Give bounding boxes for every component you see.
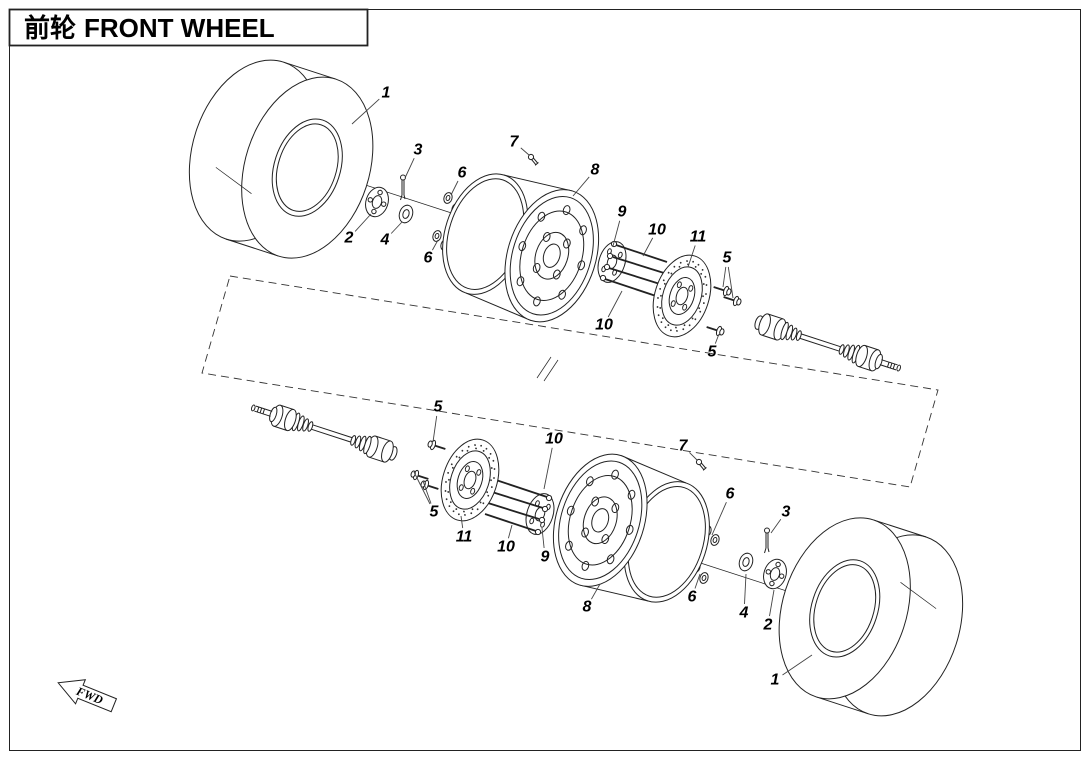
callout-leader [727,266,734,299]
cotter-pin-bottom [764,527,770,554]
callout-number: 5 [723,250,733,267]
callout-number: 7 [679,438,689,455]
callout-leader [413,471,431,505]
title-box [8,8,369,47]
page-title: 前轮 FRONT WHEEL [24,13,275,43]
callout-leader [591,583,601,600]
callout-number: 6 [424,250,433,267]
callout-number: 10 [497,539,515,556]
callout-number: 8 [591,162,600,179]
callout-number: 9 [618,204,627,221]
callout-leader [782,654,813,676]
callout-number: 11 [456,529,473,546]
break-mark [543,359,559,382]
callout-number: 8 [583,599,592,616]
callout-number: 4 [739,605,749,622]
callout-number: 1 [771,672,780,689]
callout-leader [711,502,727,536]
callout-leader [541,527,545,549]
callout-number: 3 [414,142,423,159]
callout-leader [520,147,530,156]
callout-number: 4 [380,232,390,249]
callout-leader [744,573,747,605]
front-wheel-assembly-bottom [248,397,984,733]
callout-leader [460,515,464,529]
callout-leader [507,524,513,539]
callout-leader [607,290,623,318]
callout-number: 3 [782,504,791,521]
page-title-zh: 前轮 [24,13,76,43]
page-border [9,9,1081,751]
fwd-arrow: FWD [57,679,118,713]
callout-leader [390,221,403,234]
callout-number: 11 [690,229,707,246]
callout-number: 5 [708,344,718,361]
callout-leader [450,180,459,196]
break-mark [536,356,552,379]
callout-leader [432,415,438,443]
callout-number: 7 [510,134,520,151]
callout-leader [422,480,432,504]
callout-leader [543,447,553,490]
callout-number: 9 [541,549,550,566]
callout-number: 2 [763,617,773,634]
callout-number: 10 [648,222,666,239]
callout-number: 2 [344,230,354,247]
callout-leader [572,176,590,197]
callout-number: 5 [430,504,440,521]
callout-leader [689,452,698,461]
callout-number: 1 [382,85,391,102]
valve-stem-bottom [694,457,708,472]
cotter-pin-top [400,174,406,201]
callout-number: 6 [726,486,735,503]
callout-leader [404,158,415,179]
callout-number: 10 [545,431,563,448]
callout-leader [769,589,775,617]
callout-number: 6 [458,165,467,182]
callout-number: 6 [688,589,697,606]
callout-leader [351,98,380,125]
callout-leader [714,333,720,344]
callout-number: 10 [595,317,613,334]
callout-leader [694,573,701,589]
callout-leader [722,266,727,288]
callout-leader [770,519,782,534]
callout-leader [642,237,654,257]
callout-leader [612,220,621,247]
page-title-en: FRONT WHEEL [84,13,275,43]
callout-leader [432,239,439,251]
fwd-label: FWD [73,684,105,708]
callout-number: 5 [434,399,444,416]
callout-leader [354,213,372,232]
callout-leader [687,245,696,268]
valve-stem-top [526,152,540,167]
front-wheel-assembly-top [167,43,903,379]
